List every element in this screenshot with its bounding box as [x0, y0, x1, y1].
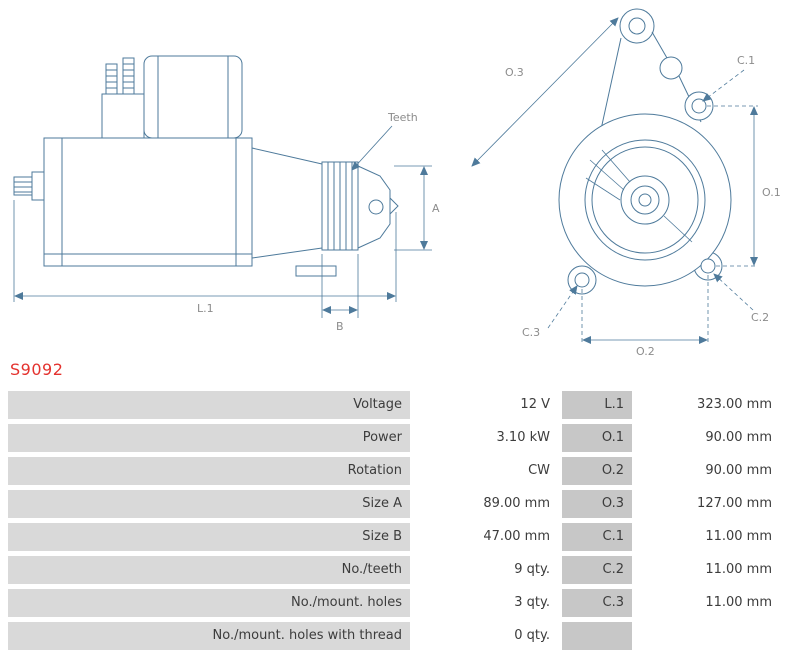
spec-code-value: 90.00 mm: [636, 424, 780, 452]
spec-code-value: 323.00 mm: [636, 391, 780, 419]
spec-label: Voltage: [8, 391, 410, 419]
spec-code: [562, 622, 632, 650]
dimension-a: [394, 165, 432, 251]
spec-value: 9 qty.: [414, 556, 558, 584]
table-row: No./mount. holes with thread 0 qty.: [8, 622, 780, 650]
leader-c2: [713, 273, 754, 311]
dim-label-a: A: [432, 202, 440, 215]
dim-label-b: B: [336, 320, 344, 333]
dim-label-c3: C.3: [522, 326, 540, 339]
spec-code-value: 11.00 mm: [636, 523, 780, 551]
table-row: Rotation CW O.2 90.00 mm: [8, 457, 780, 485]
inner-ring-inner: [591, 146, 699, 254]
spec-code: C.3: [562, 589, 632, 617]
technical-drawings: Teeth A L.1 B: [13, 8, 781, 358]
spec-label: No./mount. holes with thread: [8, 622, 410, 650]
dim-label-o1: O.1: [762, 186, 781, 199]
teeth-label: Teeth: [387, 111, 418, 124]
spec-code-value: 11.00 mm: [636, 556, 780, 584]
dim-label-c2: C.2: [751, 311, 769, 324]
spec-code: L.1: [562, 391, 632, 419]
spec-code-value: 11.00 mm: [636, 589, 780, 617]
spec-code: O.3: [562, 490, 632, 518]
spec-code: O.2: [562, 457, 632, 485]
spec-code-value: [636, 622, 780, 650]
table-row: Size B 47.00 mm C.1 11.00 mm: [8, 523, 780, 551]
spec-label: Size B: [8, 523, 410, 551]
part-number: S9092: [10, 360, 64, 379]
dimension-b: [321, 254, 359, 318]
spec-value: 89.00 mm: [414, 490, 558, 518]
table-row: No./teeth 9 qty. C.2 11.00 mm: [8, 556, 780, 584]
spec-label: No./mount. holes: [8, 589, 410, 617]
table-row: Power 3.10 kW O.1 90.00 mm: [8, 424, 780, 452]
spec-code: C.2: [562, 556, 632, 584]
table-row: No./mount. holes 3 qty. C.3 11.00 mm: [8, 589, 780, 617]
dimension-o3: [471, 17, 619, 167]
dim-label-c1: C.1: [737, 54, 755, 67]
spec-label: Size A: [8, 490, 410, 518]
hub-center: [638, 193, 652, 207]
motor-body: [43, 137, 253, 267]
inner-ring-outer: [584, 139, 706, 261]
spec-label: Rotation: [8, 457, 410, 485]
mount-hole-c1: [691, 98, 707, 114]
solenoid: [101, 55, 243, 139]
rear-stud: [13, 171, 45, 201]
spec-value: 12 V: [414, 391, 558, 419]
starter-side-view: [13, 55, 432, 318]
spec-code-value: 90.00 mm: [636, 457, 780, 485]
drawings-svg: Teeth A L.1 B: [13, 8, 781, 358]
leader-c1: [702, 69, 745, 102]
spec-value: 3.10 kW: [414, 424, 558, 452]
hub-mid: [630, 185, 660, 215]
spec-label: No./teeth: [8, 556, 410, 584]
spec-value: CW: [414, 457, 558, 485]
starter-front-view: [471, 8, 758, 344]
spec-code: C.1: [562, 523, 632, 551]
spec-value: 47.00 mm: [414, 523, 558, 551]
dimension-o2: [581, 275, 709, 344]
table-row: Voltage 12 V L.1 323.00 mm: [8, 391, 780, 419]
spec-code: O.1: [562, 424, 632, 452]
spec-table: Voltage 12 V L.1 323.00 mm Power 3.10 kW…: [8, 391, 780, 655]
leader-c3: [547, 285, 578, 329]
spec-value: 3 qty.: [414, 589, 558, 617]
spec-label: Power: [8, 424, 410, 452]
dimension-l1: [13, 200, 397, 302]
teeth-leader-line: [351, 125, 393, 171]
mount-hole-c2: [700, 258, 716, 274]
table-row: Size A 89.00 mm O.3 127.00 mm: [8, 490, 780, 518]
spec-value: 0 qty.: [414, 622, 558, 650]
mount-hole-c3: [574, 272, 590, 288]
dim-label-o3: O.3: [505, 66, 524, 79]
drive-end-housing: [251, 147, 399, 277]
dimension-o1: [707, 105, 758, 267]
hub-outer: [620, 175, 670, 225]
dim-label-o2: O.2: [636, 345, 655, 358]
dim-label-l1: L.1: [197, 302, 214, 315]
spec-code-value: 127.00 mm: [636, 490, 780, 518]
